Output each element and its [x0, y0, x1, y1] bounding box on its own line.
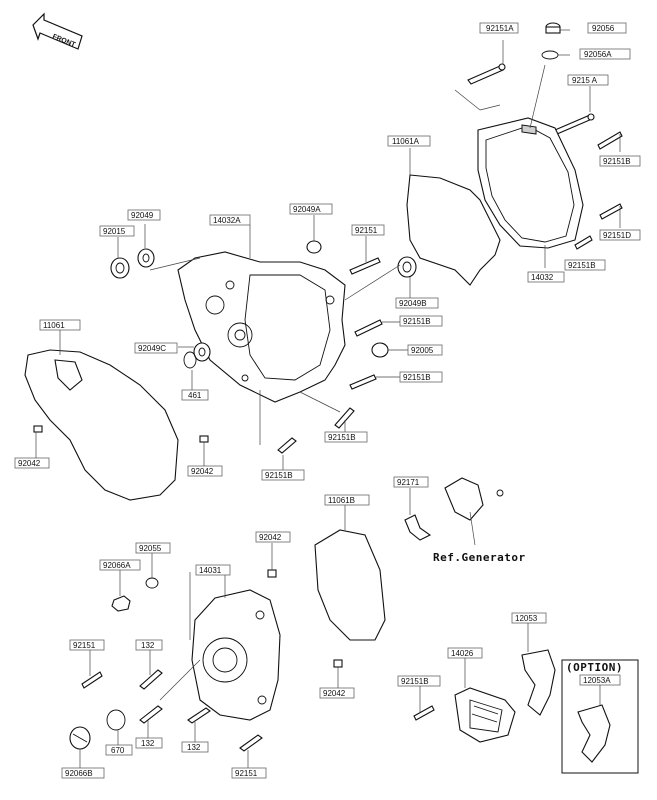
- clutch-cover-assembly: [406, 22, 623, 286]
- bolt-92151-bottom: [239, 734, 263, 752]
- generator-cover-assembly: [69, 477, 504, 768]
- option-title: (OPTION): [566, 661, 623, 674]
- guard-assembly: (OPTION) 12053A: [413, 623, 639, 774]
- label-92151B-a: 92151B: [603, 157, 631, 166]
- bolt-132-c: [187, 707, 211, 724]
- front-arrow-icon: FRONT: [32, 12, 83, 50]
- plug-92066A: [111, 595, 131, 612]
- label-670: 670: [111, 746, 125, 755]
- bolt-92151B-g: [413, 705, 435, 721]
- label-92042-a: 92042: [18, 459, 41, 468]
- label-132-a: 132: [141, 641, 155, 650]
- gasket-11061B: [314, 529, 386, 641]
- label-92055: 92055: [139, 544, 162, 553]
- callouts-middle: 92049 92015 14032A 92049A 92151 92049B 9…: [14, 203, 443, 481]
- label-132-c: 132: [187, 743, 201, 752]
- label-12053: 12053: [515, 614, 538, 623]
- label-92171: 92171: [397, 478, 420, 487]
- label-92151A: 92151A: [486, 24, 514, 33]
- label-14032: 14032: [531, 273, 554, 282]
- label-92151-left: 92151: [73, 641, 96, 650]
- label-92005: 92005: [411, 346, 434, 355]
- dowel-92042-c: [267, 569, 277, 578]
- label-14032A: 14032A: [213, 216, 241, 225]
- label-11061B: 11061B: [328, 496, 355, 505]
- seal-92049C: [193, 342, 211, 362]
- seal-92049: [137, 248, 155, 268]
- label-11061: 11061: [43, 321, 65, 330]
- label-92056A: 92056A: [584, 50, 612, 59]
- label-92042-c: 92042: [259, 533, 282, 542]
- label-92049: 92049: [131, 211, 154, 220]
- label-92049C: 92049C: [138, 344, 166, 353]
- bolt-132-a: [139, 669, 163, 690]
- callouts-upper-right: 92151A 92056 92056A 9215 A 11061A 92151B…: [387, 22, 641, 283]
- label-92151B-f: 92151B: [265, 471, 293, 480]
- label-11061A: 11061A: [392, 137, 420, 146]
- label-92066A: 92066A: [103, 561, 131, 570]
- label-14031: 14031: [199, 566, 222, 575]
- label-92151B-g: 92151B: [401, 677, 429, 686]
- dowel-92042-a: [33, 425, 43, 433]
- label-92151-bottom: 92151: [235, 769, 258, 778]
- label-92056: 92056: [592, 24, 615, 33]
- crankcase-cover-assembly: [110, 215, 417, 470]
- bolt-92151-left: [81, 671, 103, 689]
- label-92151B-c: 92151B: [403, 317, 431, 326]
- guard-14026: [454, 687, 516, 743]
- o-ring-92056A: [541, 50, 559, 60]
- ref-generator: Ref.Generator: [433, 551, 526, 564]
- option-part-label: 12053A: [583, 676, 611, 685]
- label-92151-top: 92151: [355, 226, 378, 235]
- bracket-12053: [521, 649, 556, 716]
- o-ring-92055: [145, 577, 159, 589]
- dowel-92042-b: [199, 435, 209, 443]
- label-92151B-d: 92151B: [403, 373, 431, 382]
- label-92151D: 92151D: [603, 231, 631, 240]
- label-92049B: 92049B: [399, 299, 427, 308]
- label-14026: 14026: [451, 649, 474, 658]
- label-92015: 92015: [103, 227, 126, 236]
- generator-pickup: [444, 477, 484, 521]
- label-92042-b: 92042: [191, 467, 214, 476]
- label-132-b: 132: [141, 739, 155, 748]
- bolt-132-b: [139, 705, 163, 724]
- label-461: 461: [188, 391, 202, 400]
- seal-92049A: [306, 240, 322, 254]
- gasket-11061: [24, 349, 179, 501]
- bearing-92015: [110, 257, 130, 279]
- plug-92005: [371, 342, 389, 358]
- ring-461: [183, 351, 197, 369]
- bracket-92171: [404, 514, 432, 541]
- callouts-lower: 11061B 92171 Ref.Generator 92055 92042 9…: [61, 476, 547, 779]
- label-9215-A: 9215 A: [572, 76, 598, 85]
- bracket-12053A: [577, 704, 611, 763]
- label-92042-d: 92042: [323, 689, 346, 698]
- bolt-92151A: [467, 40, 506, 85]
- o-ring-670: [106, 709, 126, 731]
- gasket-11061A: [406, 174, 501, 286]
- dowel-92042-d: [333, 659, 343, 668]
- gasket-11061-group: [24, 330, 209, 501]
- label-92049A: 92049A: [293, 205, 321, 214]
- seal-92049B: [397, 256, 417, 278]
- crankcase-cover-14032A: [177, 251, 346, 403]
- label-92151B-b: 92151B: [568, 261, 596, 270]
- label-92151B-e: 92151B: [328, 433, 356, 442]
- label-92066B: 92066B: [65, 769, 93, 778]
